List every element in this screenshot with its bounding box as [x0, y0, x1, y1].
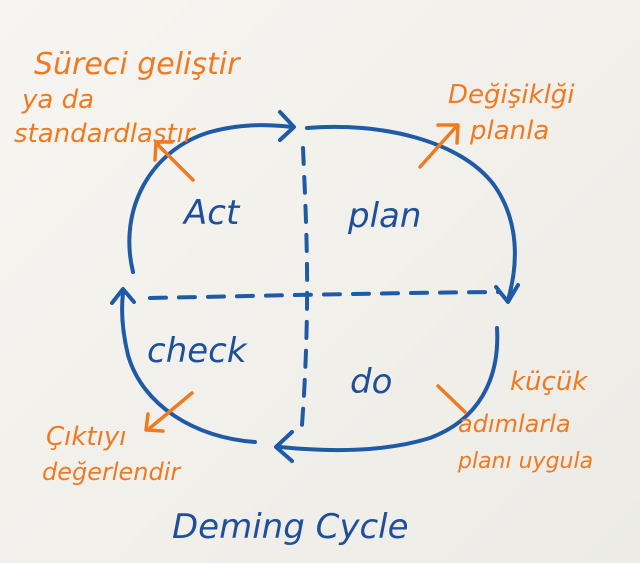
- quadrant-labels: Act plan check do: [147, 193, 421, 402]
- check-pointer: [148, 391, 194, 430]
- check-pointer-head: [144, 412, 165, 433]
- quadrant-label-check: check: [147, 331, 248, 371]
- arc-act: [127, 123, 294, 274]
- act-note-line-3: standardlaştır: [14, 119, 197, 149]
- act-note-line-2: ya da: [21, 85, 94, 115]
- plan-note-line-1: Değişiklği: [448, 80, 575, 110]
- cycle-ring: [120, 123, 517, 453]
- quadrant-dividers: [148, 146, 500, 427]
- do-note-line-3: planı uygula: [457, 449, 593, 474]
- check-note-line-1: Çıktıyı: [46, 422, 126, 452]
- quadrant-label-act: Act: [182, 193, 241, 233]
- act-note-line-1: Süreci geliştir: [34, 47, 241, 82]
- annotations: Süreci geliştir ya da standardlaştır Değ…: [14, 47, 593, 486]
- annotation-arrows: [144, 123, 467, 433]
- do-pointer: [436, 384, 467, 414]
- plan-note-line-2: planla: [469, 116, 549, 146]
- plan-pointer: [418, 126, 457, 169]
- arrowhead-left: [110, 287, 136, 305]
- act-pointer: [156, 143, 195, 182]
- check-note-line-2: değerlendir: [42, 458, 182, 486]
- vertical-divider: [300, 146, 310, 427]
- arc-plan: [305, 124, 517, 302]
- arrowhead-top: [278, 110, 296, 142]
- plan-pointer-head: [436, 123, 460, 145]
- quadrant-label-do: do: [350, 362, 392, 402]
- do-note-line-1: küçük: [510, 367, 588, 397]
- arrowhead-bottom: [274, 430, 294, 463]
- diagram-caption: Deming Cycle: [172, 507, 409, 547]
- do-note-line-2: adımlarla: [458, 410, 571, 438]
- arc-check: [120, 291, 257, 444]
- act-pointer-head: [153, 140, 174, 162]
- quadrant-label-plan: plan: [347, 196, 421, 236]
- horizontal-divider: [148, 290, 500, 300]
- arc-do: [278, 326, 500, 453]
